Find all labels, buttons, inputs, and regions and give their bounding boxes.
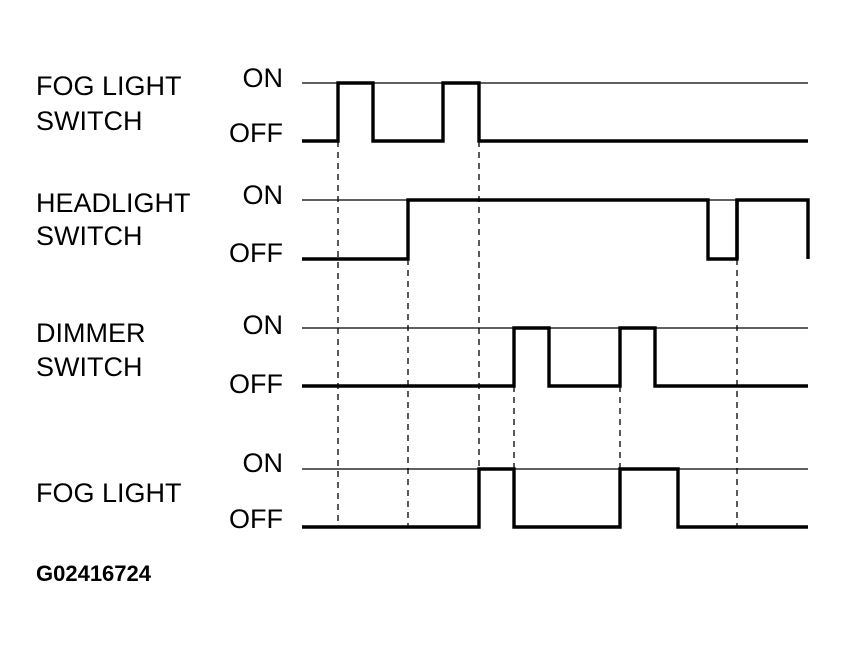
- off-state-label: OFF: [229, 238, 283, 268]
- waveform: [302, 198, 810, 261]
- event-guide-lines: [337, 141, 738, 527]
- on-state-label: ON: [243, 180, 284, 210]
- signal-name-line: HEADLIGHT: [36, 188, 191, 218]
- waveforms: [302, 81, 810, 529]
- labels: FOG LIGHTSWITCHONOFFHEADLIGHTSWITCHONOFF…: [36, 63, 283, 534]
- signal-name-line: SWITCH: [36, 106, 142, 136]
- signal-name-line: FOG LIGHT: [36, 478, 182, 508]
- waveform: [302, 81, 808, 143]
- waveform: [302, 467, 808, 529]
- signal-name-line: DIMMER: [36, 318, 146, 348]
- off-state-label: OFF: [229, 118, 283, 148]
- off-state-label: OFF: [229, 504, 283, 534]
- on-state-label: ON: [243, 448, 284, 478]
- waveform: [302, 326, 808, 388]
- signal-name-line: FOG LIGHT: [36, 71, 182, 101]
- signal-name-line: SWITCH: [36, 221, 142, 251]
- reference-lines: [302, 82, 808, 470]
- signal-name-line: SWITCH: [36, 352, 142, 382]
- on-state-label: ON: [243, 310, 284, 340]
- figure-id: G02416724: [36, 561, 152, 586]
- off-state-label: OFF: [229, 369, 283, 399]
- on-state-label: ON: [243, 63, 284, 93]
